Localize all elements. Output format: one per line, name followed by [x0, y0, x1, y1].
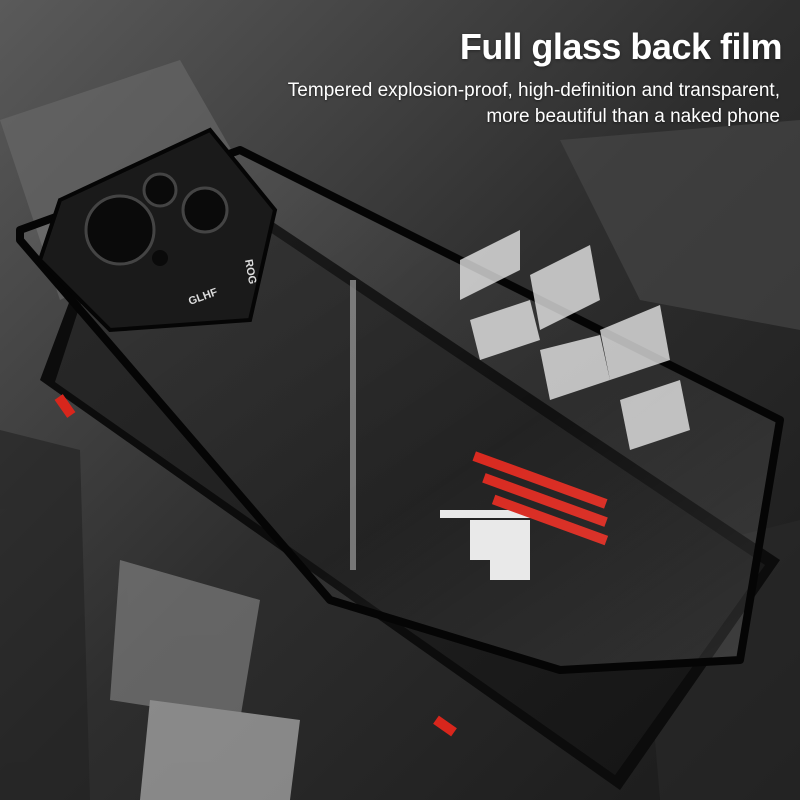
camera-lens: [84, 194, 156, 266]
window-reflection: [460, 230, 690, 450]
banner-title: Full glass back film: [459, 26, 783, 67]
camera-module: GLHF ROG: [37, 127, 278, 333]
bottom-button: [433, 715, 457, 737]
banner-subtitle-line2: more beautiful than a naked phone: [486, 106, 780, 127]
camera-lens: [181, 186, 229, 234]
camera-lens: [142, 172, 178, 208]
side-button: [54, 394, 76, 418]
banner-subtitle-line1: Tempered explosion-proof, high-definitio…: [287, 80, 780, 101]
rog-logo: ROG: [242, 258, 258, 285]
